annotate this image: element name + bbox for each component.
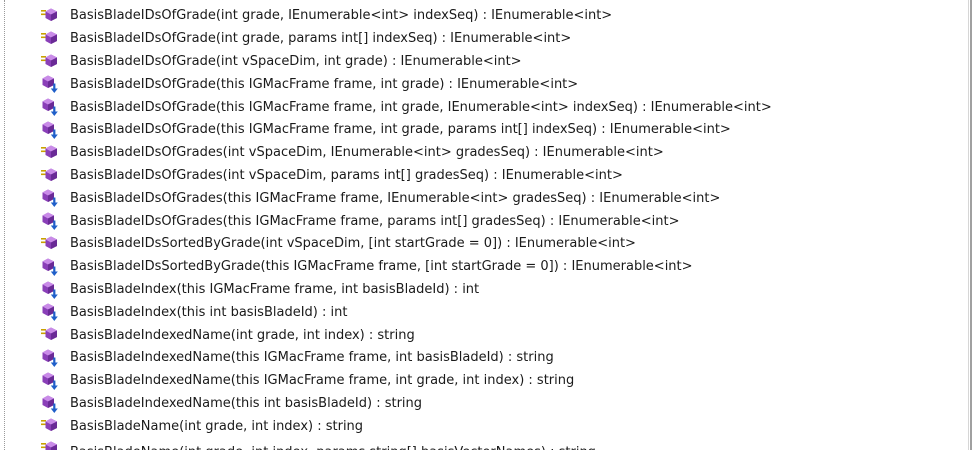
member-signature: BasisBladeIndex(this int basisBladeId) :… [70, 304, 348, 320]
extension-method-icon [40, 394, 60, 414]
member-signature: BasisBladeIDsOfGrades(this IGMacFrame fr… [70, 190, 721, 206]
member-row[interactable]: BasisBladeIndexedName(this IGMacFrame fr… [0, 347, 965, 370]
static-method-icon [40, 29, 60, 49]
member-signature: BasisBladeIndexedName(this IGMacFrame fr… [70, 350, 554, 366]
member-signature: BasisBladeIDsOfGrade(this IGMacFrame fra… [70, 122, 731, 138]
member-row[interactable]: BasisBladeName(int grade, int index) : s… [0, 415, 965, 438]
member-signature: BasisBladeIDsSortedByGrade(int vSpaceDim… [70, 236, 636, 252]
member-row[interactable]: BasisBladeIDsSortedByGrade(this IGMacFra… [0, 256, 965, 279]
member-row[interactable]: BasisBladeIDsOfGrades(this IGMacFrame fr… [0, 210, 965, 233]
extension-method-icon [40, 97, 60, 117]
member-signature: BasisBladeIndexedName(this IGMacFrame fr… [70, 373, 575, 389]
member-row[interactable]: BasisBladeIndexedName(int grade, int ind… [0, 324, 965, 347]
member-signature: BasisBladeIDsOfGrade(this IGMacFrame fra… [70, 99, 772, 115]
static-method-icon [40, 6, 60, 26]
extension-method-icon [40, 120, 60, 140]
member-row[interactable]: BasisBladeIDsOfGrade(int grade, params i… [0, 28, 965, 51]
extension-method-icon [40, 348, 60, 368]
member-row[interactable]: BasisBladeIndexedName(this int basisBlad… [0, 393, 965, 416]
member-signature: BasisBladeIndexedName(this int basisBlad… [70, 395, 423, 411]
member-signature: BasisBladeIDsOfGrade(int vSpaceDim, int … [70, 53, 522, 69]
static-method-icon [40, 143, 60, 163]
static-method-icon [40, 439, 60, 450]
static-method-icon [40, 416, 60, 436]
member-row[interactable]: BasisBladeIndexedName(this IGMacFrame fr… [0, 370, 965, 393]
member-signature: BasisBladeName(int grade, int index, par… [70, 442, 596, 450]
extension-method-icon [40, 257, 60, 277]
member-signature: BasisBladeIDsOfGrades(int vSpaceDim, IEn… [70, 145, 664, 161]
static-method-icon [40, 166, 60, 186]
member-signature: BasisBladeIndex(this IGMacFrame frame, i… [70, 281, 480, 297]
member-row[interactable]: BasisBladeIDsOfGrade(int vSpaceDim, int … [0, 51, 965, 74]
extension-method-icon [40, 74, 60, 94]
extension-method-icon [40, 188, 60, 208]
member-signature: BasisBladeIDsSortedByGrade(this IGMacFra… [70, 259, 693, 275]
member-signature: BasisBladeIDsOfGrades(int vSpaceDim, par… [70, 167, 623, 183]
member-list: BasisBladeIDsOfGrade(int grade, IEnumera… [0, 5, 965, 450]
static-method-icon [40, 52, 60, 72]
member-row[interactable]: BasisBladeIndex(this int basisBladeId) :… [0, 301, 965, 324]
member-row[interactable]: BasisBladeIDsOfGrade(this IGMacFrame fra… [0, 73, 965, 96]
member-row[interactable]: BasisBladeIDsOfGrades(int vSpaceDim, IEn… [0, 142, 965, 165]
member-row[interactable]: BasisBladeName(int grade, int index, par… [0, 438, 965, 450]
member-row[interactable]: BasisBladeIDsOfGrades(int vSpaceDim, par… [0, 165, 965, 188]
member-signature: BasisBladeIndexedName(int grade, int ind… [70, 327, 415, 343]
member-signature: BasisBladeIDsOfGrades(this IGMacFrame fr… [70, 213, 680, 229]
member-signature: BasisBladeIDsOfGrade(int grade, params i… [70, 31, 572, 47]
static-method-icon [40, 234, 60, 254]
extension-method-icon [40, 371, 60, 391]
panel-border-inner [968, 0, 969, 450]
extension-method-icon [40, 302, 60, 322]
member-row[interactable]: BasisBladeIDsSortedByGrade(int vSpaceDim… [0, 233, 965, 256]
member-row[interactable]: BasisBladeIDsOfGrades(this IGMacFrame fr… [0, 187, 965, 210]
static-method-icon [40, 325, 60, 345]
member-row[interactable]: BasisBladeIDsOfGrade(this IGMacFrame fra… [0, 119, 965, 142]
member-signature: BasisBladeIDsOfGrade(int grade, IEnumera… [70, 8, 613, 24]
extension-method-icon [40, 211, 60, 231]
extension-method-icon [40, 280, 60, 300]
panel-border [970, 0, 972, 450]
member-row[interactable]: BasisBladeIDsOfGrade(this IGMacFrame fra… [0, 96, 965, 119]
member-row[interactable]: BasisBladeIndex(this IGMacFrame frame, i… [0, 279, 965, 302]
member-row[interactable]: BasisBladeIDsOfGrade(int grade, IEnumera… [0, 5, 965, 28]
member-signature: BasisBladeIDsOfGrade(this IGMacFrame fra… [70, 76, 579, 92]
tree-guide-line [4, 0, 5, 450]
member-signature: BasisBladeName(int grade, int index) : s… [70, 418, 364, 434]
